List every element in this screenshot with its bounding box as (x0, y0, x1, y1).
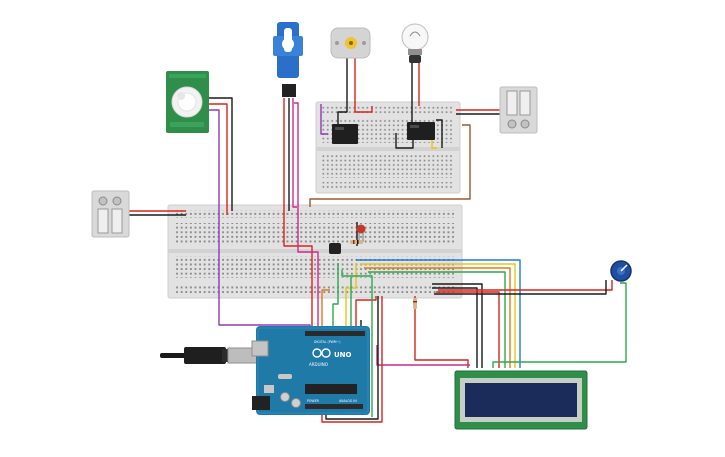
relay-2[interactable] (407, 122, 435, 140)
wire-relay-black (395, 133, 414, 149)
wire-red-bundle (355, 296, 377, 330)
wire-lcd-orange (364, 267, 511, 368)
wire-lcd-black-2 (432, 287, 478, 368)
wire-pot-red (438, 280, 613, 291)
wire-resistor-red (414, 296, 469, 368)
wire-magenta-lcd (376, 345, 470, 366)
wire-lcd-yellow (360, 263, 516, 368)
wire-lcd-black-1 (432, 283, 483, 368)
wire-lcd-green-long (341, 270, 373, 417)
usb-cable (160, 347, 265, 364)
wire-motor-red (354, 57, 373, 113)
arduino-logo-icon (312, 348, 331, 358)
potentiometer[interactable] (610, 260, 632, 282)
arduino-power-label: POWER (307, 399, 320, 403)
arduino-uno[interactable]: UNO ARDUINO DIGITAL (PWM~) POWER ANALOG … (251, 326, 370, 415)
relay-1[interactable] (332, 124, 358, 144)
arduino-model: UNO (334, 351, 352, 359)
transistor[interactable] (329, 243, 341, 254)
wire-lcd-red (436, 291, 500, 368)
resistor-2[interactable] (413, 298, 417, 309)
arduino-digital-label: DIGITAL (PWM~) (314, 340, 340, 344)
arduino-analog-label: ANALOG IN (339, 399, 357, 403)
wire-brown-link (309, 124, 471, 207)
wire-arduino-black-bottom (325, 296, 379, 420)
wire-green-1 (332, 263, 339, 330)
wire-pot-green (492, 282, 627, 368)
wire-servo-magenta (292, 98, 297, 208)
wire-pot-black (434, 280, 607, 295)
wire-top-purple (320, 104, 328, 135)
wire-motor-black (337, 57, 348, 126)
servo-motor[interactable] (273, 22, 303, 97)
resistor[interactable] (350, 240, 363, 244)
arduino-brand: ARDUINO (309, 362, 328, 367)
wire-orange-1 (321, 289, 330, 330)
battery-right[interactable] (499, 86, 538, 134)
battery-left[interactable] (91, 190, 130, 238)
wire-arduino-red-bottom (321, 296, 383, 423)
pir-sensor[interactable] (166, 71, 209, 133)
wire-servo-orange-signal (294, 102, 319, 330)
lcd-display[interactable] (454, 370, 588, 430)
wire-pir-red (208, 103, 228, 215)
wire-lcd-green (368, 271, 506, 368)
light-bulb[interactable] (401, 23, 429, 63)
dc-motor[interactable] (330, 27, 371, 59)
wire-pir-black (208, 97, 233, 211)
wires (124, 57, 627, 423)
wire-top-black-long (436, 119, 443, 148)
wire-lcd-blue (356, 259, 521, 368)
